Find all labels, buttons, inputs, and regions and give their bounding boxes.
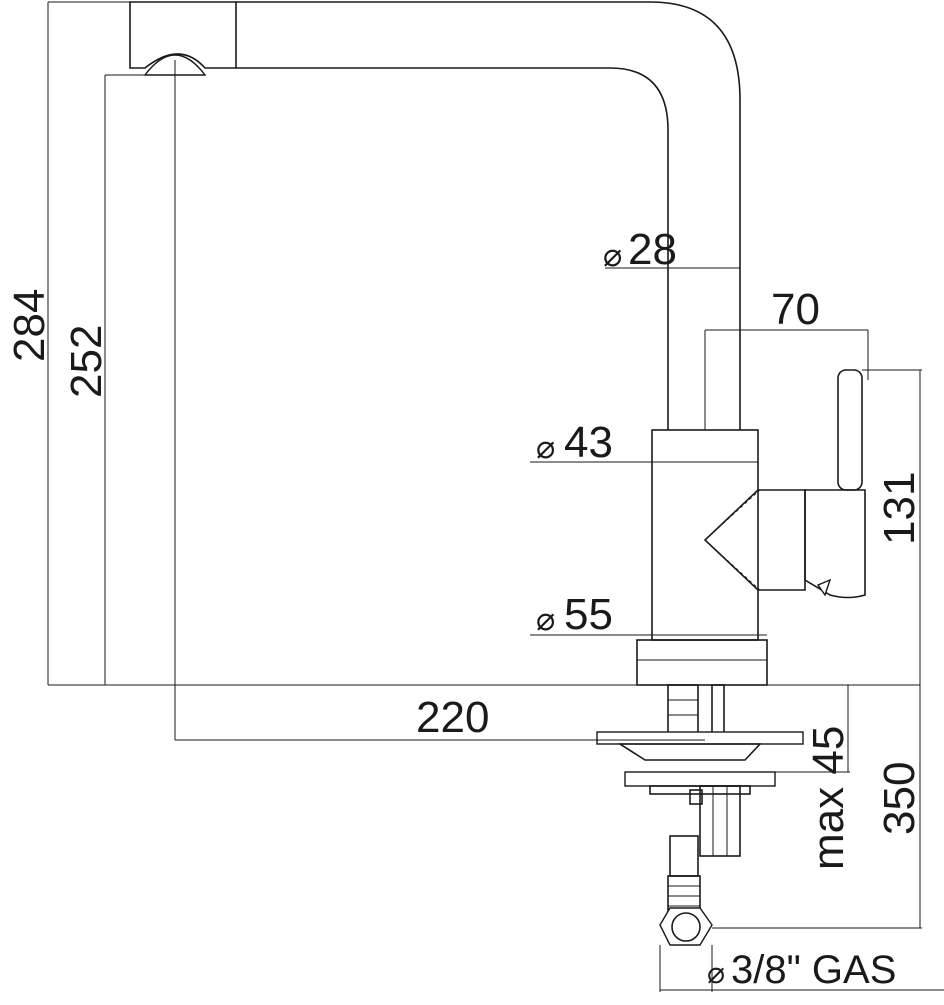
deck-thickness-label: max 45 [804, 726, 853, 870]
spout-head [129, 1, 237, 76]
tube-diameter-label: 28 [628, 225, 677, 274]
dimension-labels: 284 252 220 ⌀ 28 70 ⌀ 43 ⌀ 55 131 max 45… [5, 225, 924, 992]
lever-reach-label: 70 [771, 285, 820, 334]
faucet-body [636, 429, 768, 686]
connection-symbol: ⌀ [707, 957, 725, 990]
base-diameter-symbol: ⌀ [536, 601, 555, 637]
lever-height-label: 131 [875, 472, 924, 545]
dimension-lines [47, 1, 944, 992]
spout-tube [235, 1, 741, 431]
connection-label: 3/8" GAS [731, 948, 896, 992]
lever-handle [703, 369, 866, 599]
spout-height-label: 252 [62, 325, 111, 398]
hose-length-label: 350 [875, 762, 924, 835]
body-diameter-label: 43 [564, 418, 613, 467]
tube-diameter-symbol: ⌀ [603, 237, 622, 273]
spout-reach-label: 220 [416, 693, 489, 742]
under-sink-assembly [596, 684, 804, 946]
total-height-label: 284 [5, 289, 54, 362]
body-diameter-symbol: ⌀ [536, 429, 555, 465]
base-diameter-label: 55 [564, 590, 613, 639]
